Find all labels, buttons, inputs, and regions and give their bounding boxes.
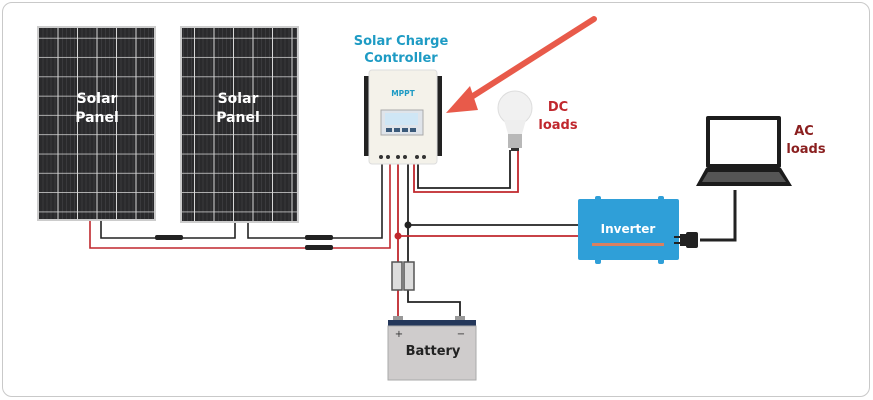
controller-title: Solar Charge	[354, 34, 449, 49]
battery: + − Battery	[387, 316, 477, 381]
panel-wiring	[89, 160, 391, 250]
ac-loads-label: loads	[786, 142, 825, 157]
solar-panel: Solar Panel	[180, 26, 299, 223]
battery-positive: +	[395, 329, 403, 340]
mc4-connector	[155, 235, 183, 240]
panel-label: Solar	[77, 91, 118, 107]
dc-loads-label: DC	[548, 100, 568, 115]
mc4-connector	[305, 245, 333, 250]
charge-controller: MPPT	[364, 69, 442, 165]
battery-negative: −	[457, 329, 465, 340]
panel-label: Panel	[75, 110, 119, 126]
laptop-icon	[696, 116, 792, 186]
controller-title: Controller	[364, 51, 438, 66]
battery-wiring	[394, 150, 737, 330]
panel-label: Panel	[216, 110, 260, 126]
fuse-holder	[391, 261, 415, 291]
solar-panel: Solar Panel	[37, 26, 156, 221]
light-bulb-icon	[497, 90, 533, 151]
inverter-label: Inverter	[601, 222, 656, 236]
pointer-arrow	[446, 16, 597, 113]
inverter: Inverter	[578, 196, 679, 264]
dc-loads-label: loads	[538, 118, 577, 133]
plug-icon	[674, 232, 698, 248]
mppt-badge: MPPT	[391, 89, 415, 98]
ac-loads-label: AC	[794, 124, 814, 139]
battery-label: Battery	[406, 344, 461, 359]
mc4-connector	[305, 235, 333, 240]
panel-label: Solar	[218, 91, 259, 107]
